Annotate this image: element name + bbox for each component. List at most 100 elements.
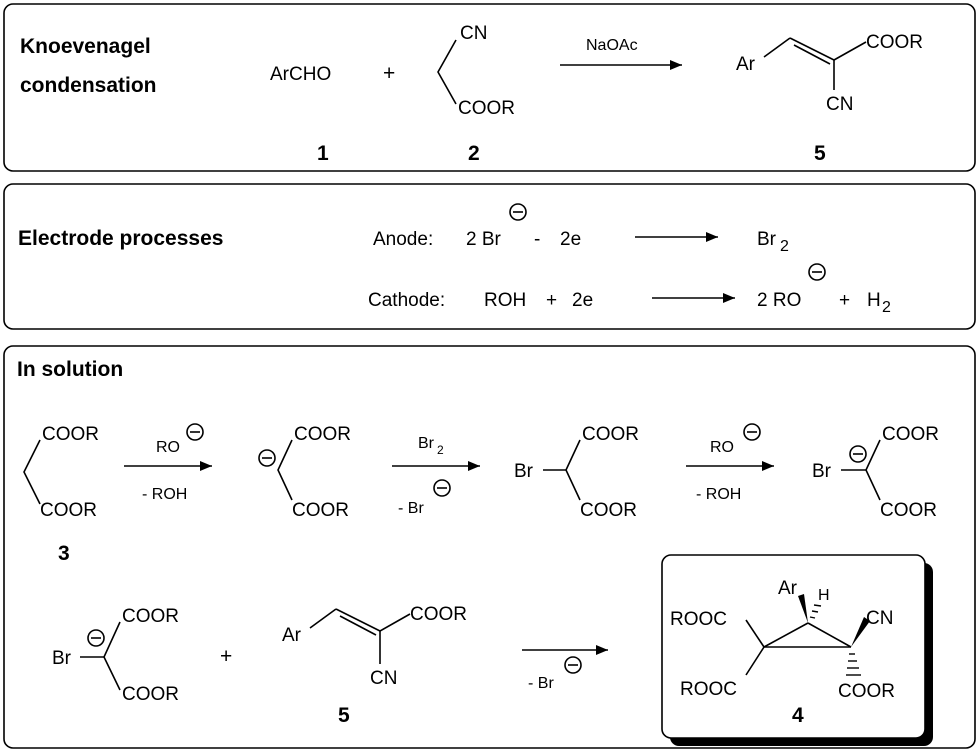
bromomalonate-bonds [565,439,581,501]
bond [309,608,337,629]
bond [763,37,791,58]
bromomalonate-coor-top: COOR [582,424,639,445]
cathode-alkoxide: 2 RO [757,290,801,311]
compound-label-3: 3 [58,542,70,565]
step4-byproduct: - Br [528,675,554,692]
anode-product: Br [757,229,777,250]
electrode-heading: Electrode processes [18,227,223,250]
knoevenagel-heading-line2: condensation [20,74,157,97]
bromoanion-bonds [865,439,881,501]
step3-byproduct: - ROH [696,486,741,503]
bromoanion-coor-bottom: COOR [880,500,937,521]
minus-charge-icon [433,479,451,497]
arrowhead [200,461,212,471]
alkene-coor: COOR [410,604,467,625]
product-cn: CN [826,94,853,115]
cathode-label: Cathode: [368,290,445,311]
minus-charge-icon [808,263,826,281]
bromoanion-br: Br [812,461,832,482]
product4-rooc-top: ROOC [670,609,727,630]
step3-alkoxide: RO [710,439,734,456]
bond [798,594,808,623]
arrowhead [706,232,718,242]
bromoanion-coor-top: COOR [882,424,939,445]
plus-sign: + [383,62,395,85]
bond [745,646,765,676]
carbanion-bonds [277,439,293,501]
knoevenagel-heading-line1: Knoevenagel [20,35,151,58]
bromomalonate-br: Br [514,461,534,482]
cyclopropane-product [745,594,870,676]
cathode-hydrogen-subscript: 2 [882,299,891,316]
step2-byproduct: - Br [398,500,424,517]
row2-br: Br [52,648,72,669]
cyanoacetate-bonds [437,39,457,105]
minus-charge-icon [258,449,276,467]
compound-label-1: 1 [317,142,329,165]
product4-cn: CN [866,608,893,629]
cathode-plus-2: + [839,290,850,311]
arrowhead [596,645,608,655]
bond [745,619,765,648]
cathode-plus: + [546,290,557,311]
minus-charge-icon [186,423,204,441]
row2-coor-bottom: COOR [122,684,179,705]
bond [789,37,835,61]
cathode-electrons: 2e [572,290,593,311]
bond [335,608,381,632]
compound-label-4: 4 [792,704,804,727]
cathode-roh: ROH [484,290,526,311]
bond [379,613,411,632]
row2-coor-top: COOR [122,606,179,627]
anode-minus: - [534,229,540,250]
bond [846,653,861,676]
carbanion-coor-bottom: COOR [292,500,349,521]
minus-charge-icon [87,629,105,647]
arrowhead [468,461,480,471]
row2-bonds [103,621,121,691]
panel-electrode [3,183,976,330]
anode-product-subscript: 2 [780,238,789,255]
cathode-hydrogen: H [867,290,881,311]
arrowhead [670,60,682,70]
malonate-coor-top: COOR [42,424,99,445]
arrowhead [762,461,774,471]
minus-charge-icon [849,445,867,463]
step2-bromine: Br [418,435,435,452]
minus-charge-icon [743,423,761,441]
bond [809,604,822,619]
bond [851,617,870,647]
alkene-ar: Ar [282,625,302,646]
panel-knoevenagel [3,3,976,172]
bromomalonate-coor-bottom: COOR [580,500,637,521]
row2-plus: + [220,645,232,668]
compound-label-5b: 5 [338,704,350,727]
product4-coor: COOR [838,681,895,702]
carbanion-coor-top: COOR [294,424,351,445]
bond [793,44,831,65]
step1-byproduct: - ROH [142,486,187,503]
bond [763,622,809,648]
anode-label: Anode: [373,229,433,250]
product-ar: Ar [736,54,756,75]
malonate-coor-bottom: COOR [40,500,97,521]
malonate-bonds [23,439,41,505]
bond [833,41,867,61]
alkene-cn: CN [370,668,397,689]
product4-ar: Ar [778,578,798,599]
product-coor: COOR [866,32,923,53]
bond [339,615,377,636]
arrowhead [723,293,735,303]
bond [807,622,852,648]
step2-bromine-subscript: 2 [437,443,444,457]
minus-charge-icon [564,656,582,674]
compound-label-5: 5 [814,142,826,165]
product4-h: H [818,587,830,604]
anode-electrons: 2e [560,229,581,250]
minus-charge-icon [509,203,527,221]
step1-alkoxide: RO [156,439,180,456]
cyanoacetate-cn: CN [460,23,487,44]
reagent-naoac: NaOAc [586,37,638,54]
solution-heading: In solution [17,358,123,381]
